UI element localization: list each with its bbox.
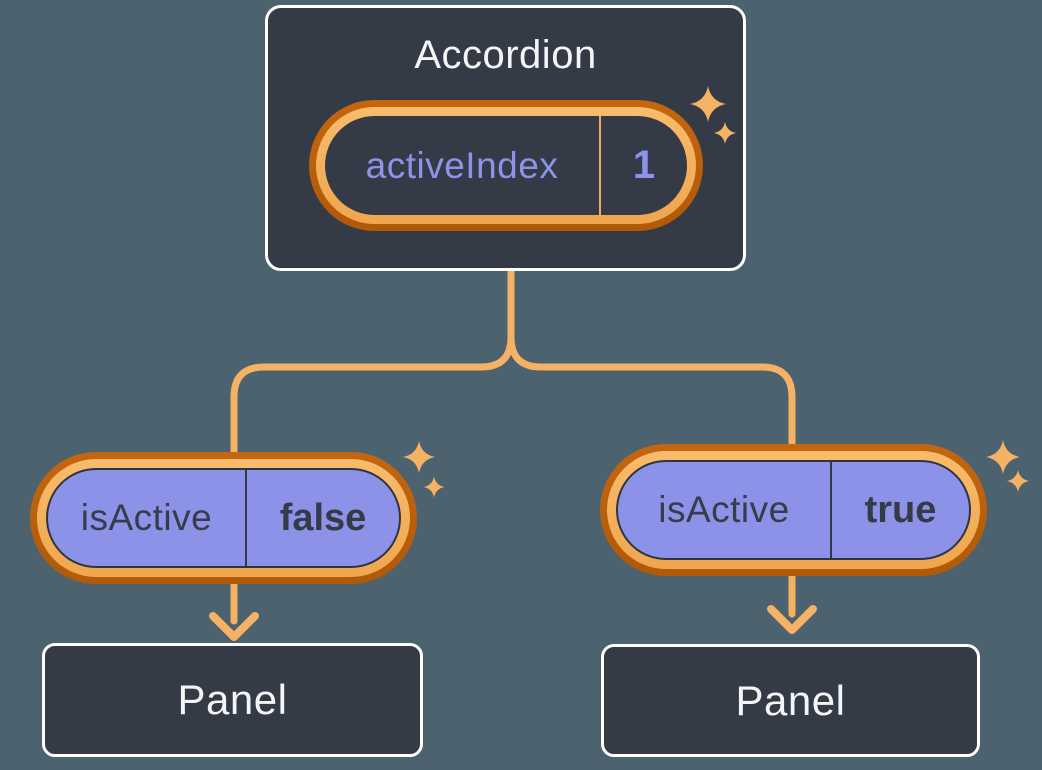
prop-pill-divider	[830, 462, 832, 558]
prop-pill-isactive-true: isActive true	[600, 444, 987, 576]
prop-value-label: false	[279, 496, 367, 539]
prop-pill-isactive-false: isActive false	[30, 452, 417, 584]
accordion-label: Accordion	[414, 33, 597, 77]
panel-node-right: Panel	[601, 644, 980, 757]
prop-name-label: isActive	[80, 497, 213, 538]
arrow-right-head	[767, 605, 817, 634]
tree-connector-right	[507, 268, 796, 447]
sparkle-icon	[423, 476, 445, 498]
panel-node-left: Panel	[42, 643, 423, 757]
prop-value-label: true	[864, 488, 937, 531]
state-name-label: activeIndex	[365, 144, 559, 186]
tree-connector-left	[230, 268, 515, 455]
state-pill-divider	[599, 116, 601, 215]
sparkle-icon	[1007, 470, 1029, 492]
prop-pill-divider	[245, 470, 247, 566]
prop-name-label: isActive	[658, 489, 790, 530]
arrow-left-head	[209, 612, 259, 641]
prop-pill-ring: isActive true	[607, 451, 980, 569]
state-value-label: 1	[632, 143, 656, 187]
panel-label: Panel	[735, 676, 846, 724]
prop-pill-ring: isActive false	[37, 459, 410, 577]
sparkle-icon	[986, 440, 1020, 474]
state-pill-ring: activeIndex 1	[316, 107, 696, 224]
sparkle-icon	[403, 441, 435, 473]
state-pill: activeIndex 1	[309, 100, 703, 231]
panel-label: Panel	[177, 676, 288, 723]
